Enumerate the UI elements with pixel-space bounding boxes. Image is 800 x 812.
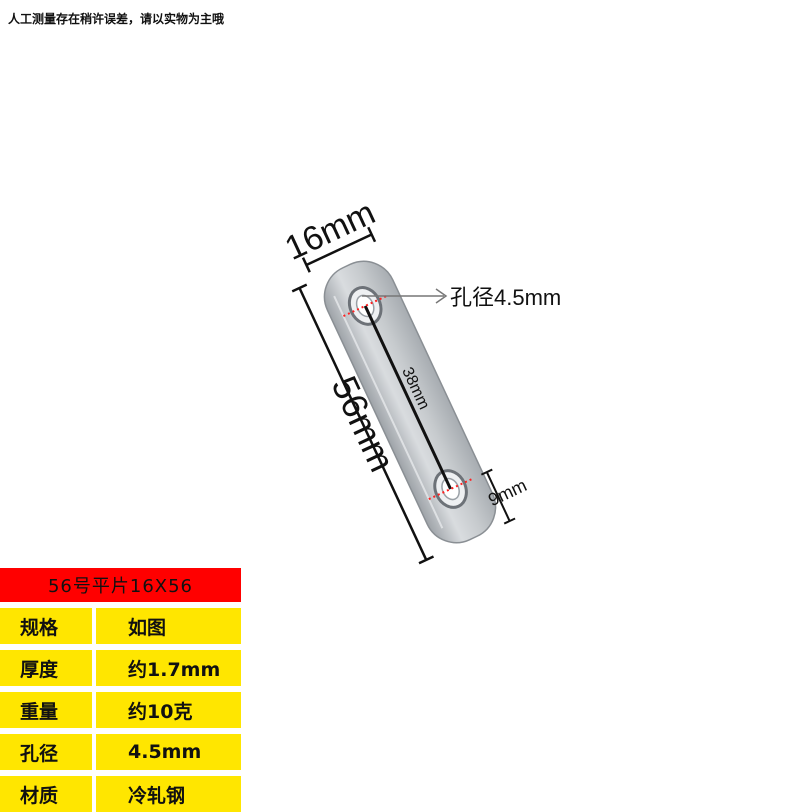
spec-table: 56号平片16X56 规格 如图 厚度 约1.7mm 重量 约10克 孔径 4.… bbox=[0, 568, 241, 812]
spec-label: 孔径 bbox=[0, 734, 92, 770]
spec-value: 4.5mm bbox=[96, 734, 241, 770]
spec-label: 材质 bbox=[0, 776, 92, 812]
plate-edge-highlight bbox=[333, 295, 444, 529]
spec-value: 冷轧钢 bbox=[96, 776, 241, 812]
spec-value: 如图 bbox=[96, 608, 241, 644]
width-tick-right bbox=[367, 226, 377, 243]
edge-tick-top bbox=[480, 468, 493, 476]
spec-row-material: 材质 冷轧钢 bbox=[0, 776, 241, 812]
spec-table-title: 56号平片16X56 bbox=[0, 568, 241, 602]
edge-dimension-line bbox=[485, 471, 511, 522]
hole-callout-arrow bbox=[435, 288, 448, 304]
product-diagram: 16mm 56mm 38mm 9mm 孔径4.5mm bbox=[279, 194, 561, 565]
spec-label: 厚度 bbox=[0, 650, 92, 686]
spec-value: 约10克 bbox=[96, 692, 241, 728]
width-label: 16mm bbox=[279, 194, 381, 268]
spec-value: 约1.7mm bbox=[96, 650, 241, 686]
length-tick-top bbox=[291, 283, 308, 293]
width-dimension-line bbox=[305, 233, 373, 267]
length-tick-bottom bbox=[418, 555, 435, 565]
spec-row-thickness: 厚度 约1.7mm bbox=[0, 650, 241, 686]
length-dimension-line bbox=[298, 287, 428, 561]
spec-row-weight: 重量 约10克 bbox=[0, 692, 241, 728]
measurement-notice: 人工测量存在稍许误差，请以实物为主哦 bbox=[8, 12, 225, 26]
spec-label: 规格 bbox=[0, 608, 92, 644]
spec-row-hole-diameter: 孔径 4.5mm bbox=[0, 734, 241, 770]
edge-tick-bottom bbox=[503, 517, 516, 525]
top-hole-diameter-guide bbox=[343, 294, 388, 317]
width-tick-left bbox=[301, 257, 311, 273]
spec-label: 重量 bbox=[0, 692, 92, 728]
hole-spacing-line bbox=[363, 305, 452, 490]
edge-to-hole-label: 9mm bbox=[485, 475, 530, 510]
hole-diameter-label: 孔径4.5mm bbox=[450, 285, 561, 310]
spec-row-spec: 规格 如图 bbox=[0, 608, 241, 644]
